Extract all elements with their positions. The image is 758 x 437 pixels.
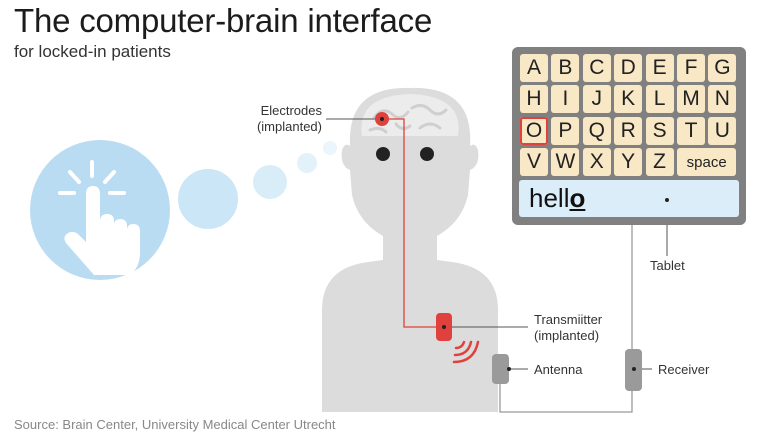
label-transmitter: Transmiitter (implanted) bbox=[534, 312, 602, 344]
key-a[interactable]: A bbox=[520, 54, 548, 82]
page-subtitle: for locked-in patients bbox=[14, 42, 171, 61]
key-q[interactable]: Q bbox=[582, 116, 611, 145]
key-m[interactable]: M bbox=[677, 85, 705, 114]
thought-bubble-tiny bbox=[323, 141, 337, 155]
key-i[interactable]: I bbox=[551, 85, 580, 114]
key-f[interactable]: F bbox=[677, 54, 705, 82]
key-d[interactable]: D bbox=[614, 54, 643, 82]
key-s[interactable]: S bbox=[645, 116, 674, 145]
thought-bubble-smaller bbox=[297, 153, 317, 173]
key-j[interactable]: J bbox=[582, 85, 611, 114]
key-r[interactable]: R bbox=[614, 116, 643, 145]
label-electrodes-text: Electrodes (implanted) bbox=[256, 103, 322, 134]
cursor-char: o bbox=[569, 183, 586, 213]
label-antenna: Antenna bbox=[534, 362, 583, 377]
thought-bubble-small bbox=[253, 165, 287, 199]
thought-bubble-medium bbox=[178, 169, 238, 229]
key-c[interactable]: C bbox=[582, 54, 611, 82]
key-u[interactable]: U bbox=[708, 116, 737, 145]
electrode-wire bbox=[382, 118, 444, 328]
key-g[interactable]: G bbox=[708, 54, 737, 82]
source-note: Source: Brain Center, University Medical… bbox=[14, 417, 336, 432]
tablet-screen: hello bbox=[519, 180, 739, 217]
key-x[interactable]: X bbox=[582, 148, 611, 177]
key-h[interactable]: H bbox=[520, 85, 548, 114]
key-b[interactable]: B bbox=[551, 54, 580, 82]
key-n[interactable]: N bbox=[708, 85, 737, 114]
label-electrodes: Electrodes (implanted) bbox=[224, 103, 322, 135]
transmitter-dot bbox=[442, 325, 446, 329]
signal-waves-icon bbox=[452, 340, 480, 364]
key-space[interactable]: space bbox=[677, 148, 737, 177]
key-l[interactable]: L bbox=[645, 85, 674, 114]
key-p[interactable]: P bbox=[551, 116, 580, 145]
key-v[interactable]: V bbox=[520, 148, 548, 177]
key-k[interactable]: K bbox=[614, 85, 643, 114]
key-e[interactable]: E bbox=[645, 54, 674, 82]
label-tablet: Tablet bbox=[650, 258, 685, 273]
antenna-device bbox=[492, 354, 509, 384]
key-t[interactable]: T bbox=[677, 116, 705, 145]
key-y[interactable]: Y bbox=[614, 148, 643, 177]
label-transmitter-text: Transmiitter (implanted) bbox=[534, 312, 603, 343]
key-z[interactable]: Z bbox=[645, 148, 674, 177]
key-o[interactable]: O bbox=[520, 116, 548, 145]
page-title: The computer-brain interface bbox=[14, 2, 433, 39]
receiver-dot bbox=[632, 367, 636, 371]
typed-text: hell bbox=[529, 183, 570, 213]
antenna-dot bbox=[507, 367, 511, 371]
electrode-dot bbox=[380, 117, 384, 121]
key-w[interactable]: W bbox=[551, 148, 580, 177]
person-figure bbox=[322, 87, 498, 412]
label-receiver: Receiver bbox=[658, 362, 710, 377]
antenna-receiver-cable bbox=[499, 380, 633, 413]
tap-hand-icon bbox=[58, 160, 140, 275]
